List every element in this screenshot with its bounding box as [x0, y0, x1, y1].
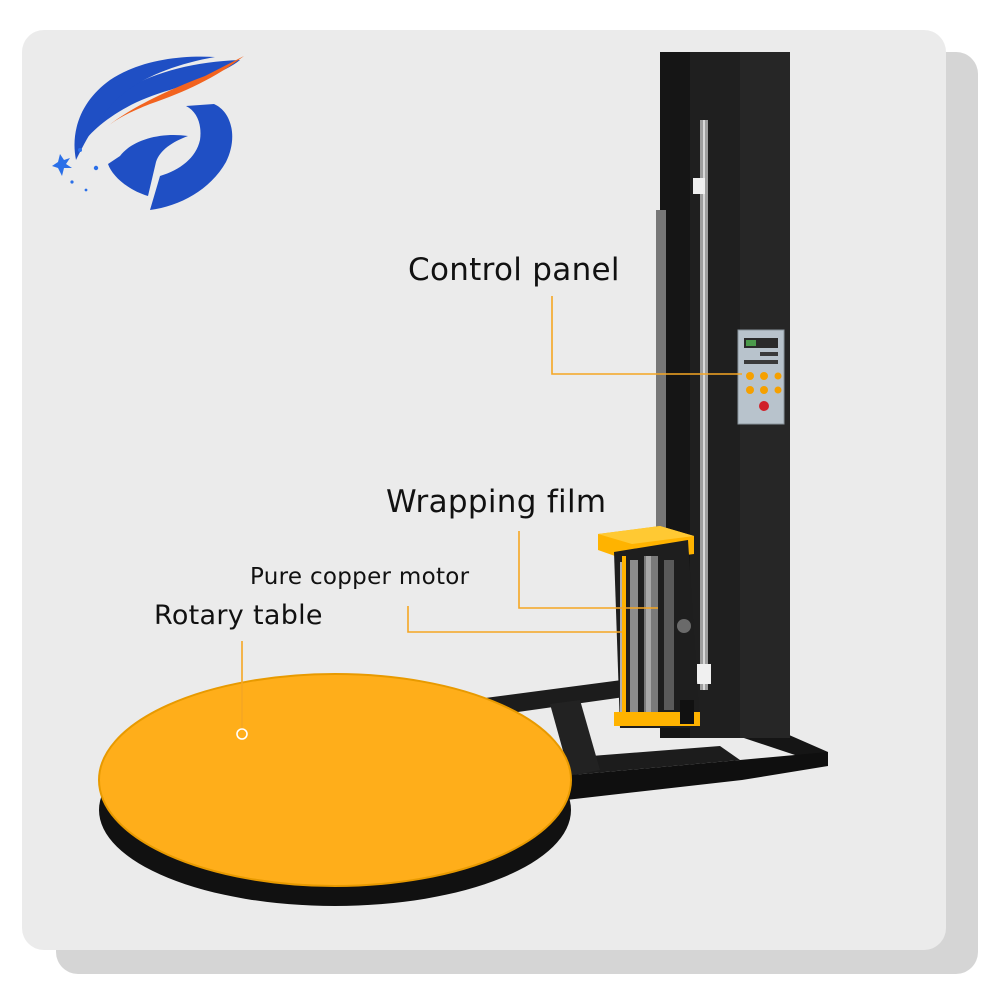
motor-label: Pure copper motor — [250, 564, 470, 590]
company-logo — [52, 56, 244, 210]
control-panel-label: Control panel — [408, 252, 620, 288]
callout-lines — [241, 296, 742, 728]
motor-callout-line — [407, 606, 622, 633]
control-panel-callout-line — [551, 296, 742, 375]
control-panel — [737, 329, 785, 425]
rotary-table-graphic — [98, 673, 572, 906]
wrapping-film-label: Wrapping film — [386, 484, 607, 520]
rotary-table-callout-dot — [236, 728, 248, 740]
film-carriage — [598, 526, 700, 728]
rotary-table-label: Rotary table — [154, 600, 323, 631]
wrapping-film-callout-line — [518, 531, 658, 609]
